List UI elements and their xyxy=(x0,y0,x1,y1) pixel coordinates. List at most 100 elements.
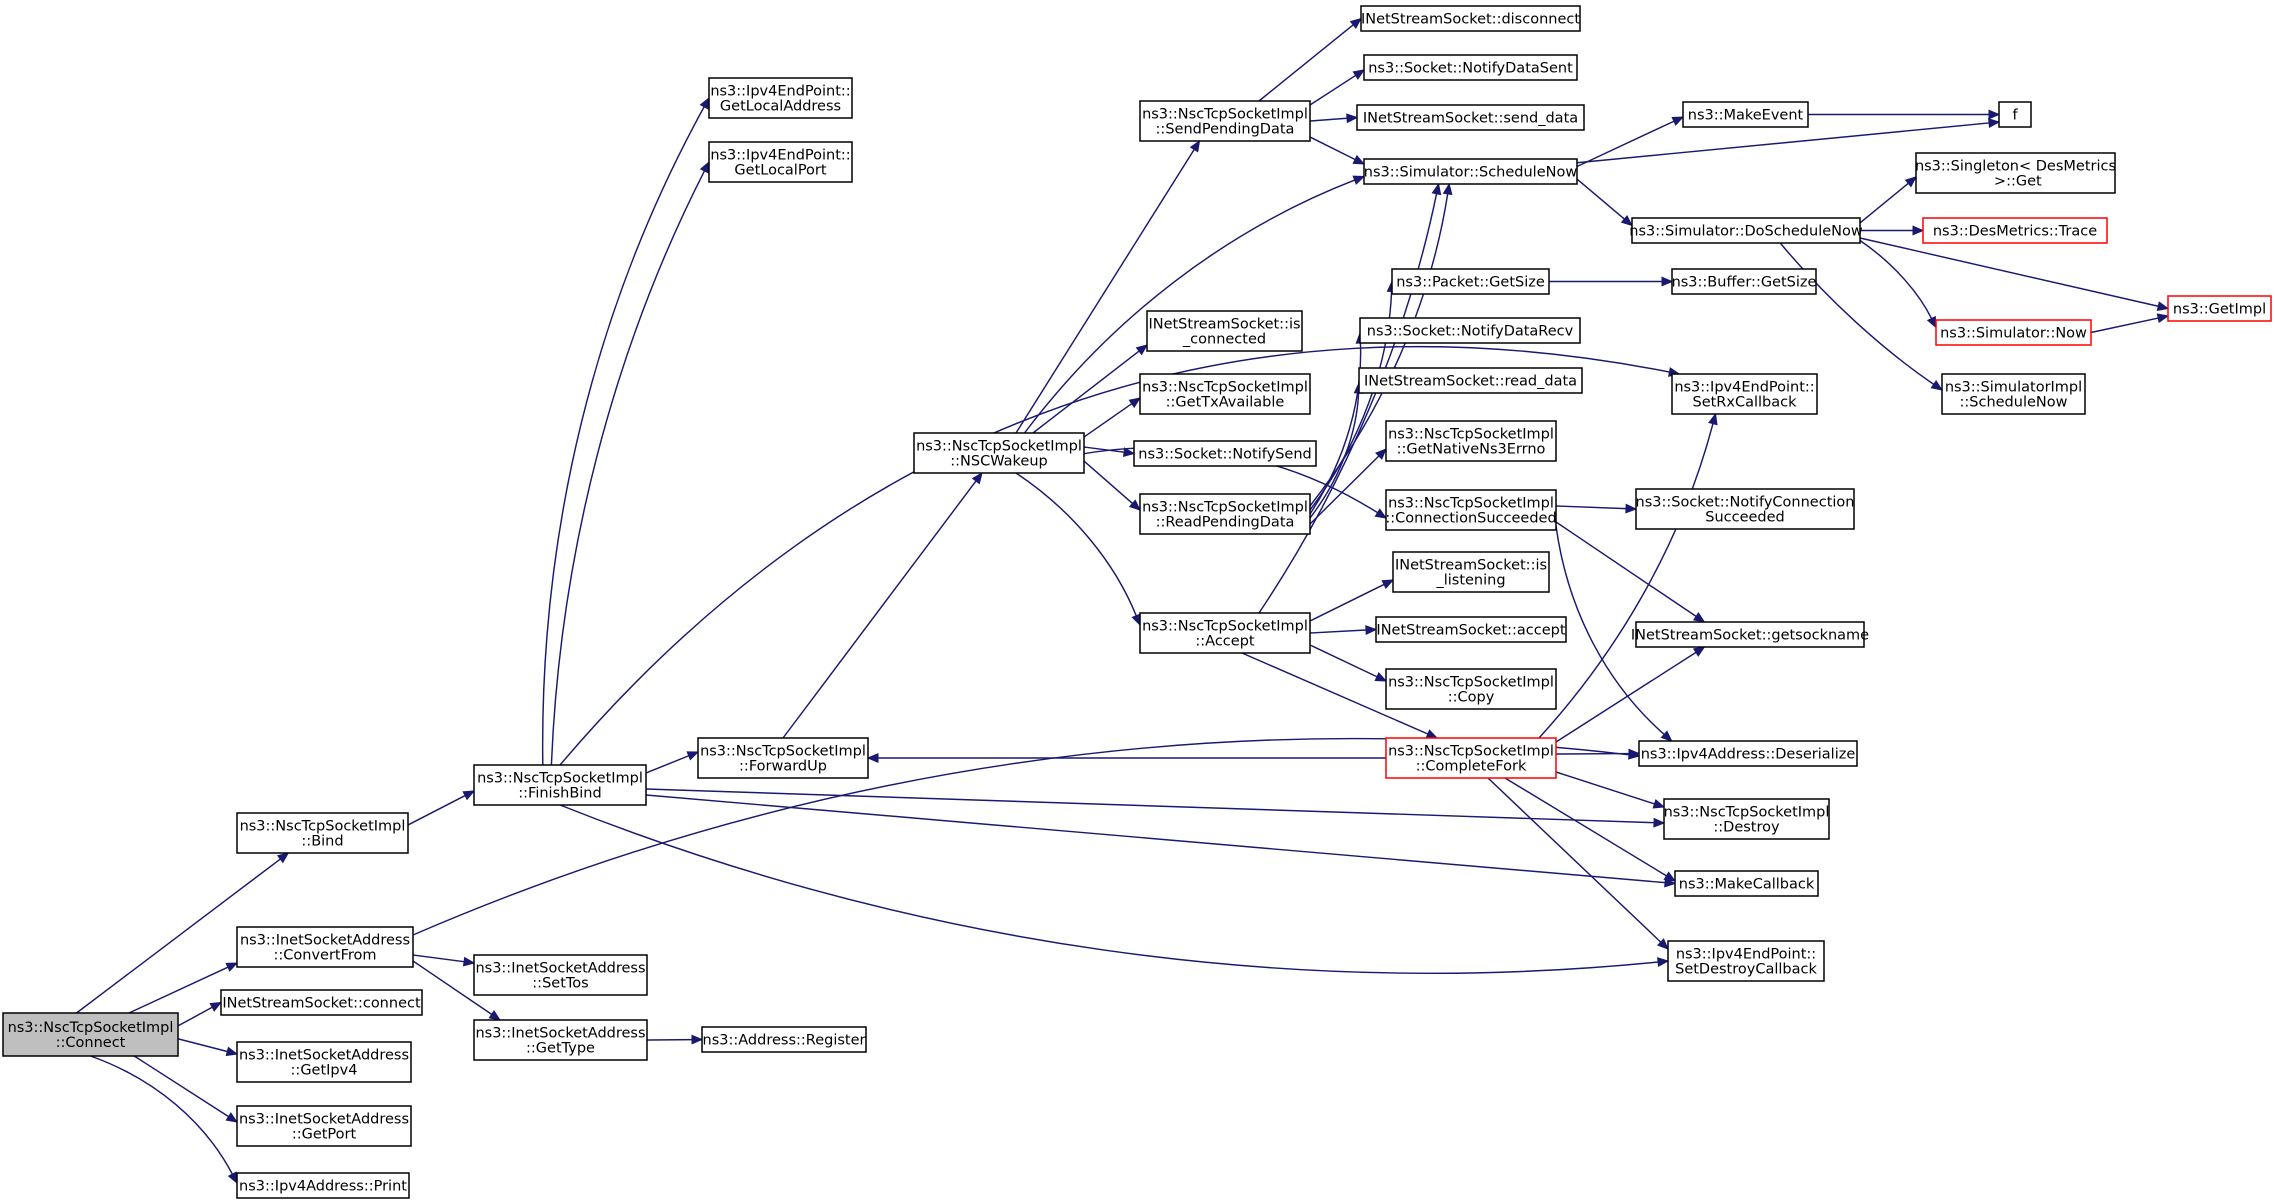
node-simnow[interactable]: ns3::Simulator::Now xyxy=(1935,319,2092,346)
node-label: ns3::Address::Register xyxy=(703,1033,866,1049)
edge-schedulenow-to-doschedulenow xyxy=(1576,178,1633,227)
node-box xyxy=(1935,319,2092,346)
node-sendpending[interactable]: ns3::NscTcpSocketImpl::SendPendingData xyxy=(1139,100,1311,142)
edge-arrowhead xyxy=(1375,448,1387,460)
edge-arrowhead xyxy=(699,160,710,174)
edge-arrowhead xyxy=(1664,877,1677,888)
node-register[interactable]: ns3::Address::Register xyxy=(701,1026,867,1053)
node-settos[interactable]: ns3::InetSocketAddress::SetTos xyxy=(473,954,648,996)
node-send_data[interactable]: INetStreamSocket::send_data xyxy=(1356,104,1585,131)
node-forwardup[interactable]: ns3::NscTcpSocketImpl::ForwardUp xyxy=(697,737,869,779)
node-makeevent[interactable]: ns3::MakeEvent xyxy=(1682,101,1809,128)
node-readpending[interactable]: ns3::NscTcpSocketImpl::ReadPendingData xyxy=(1139,493,1311,535)
edge-arrowhead xyxy=(209,1001,223,1012)
node-box xyxy=(1146,310,1303,352)
node-buffergetsize[interactable]: ns3::Buffer::GetSize xyxy=(1671,268,1817,295)
node-connect[interactable]: ns3::NscTcpSocketImpl::Connect xyxy=(2,1012,179,1057)
node-schedulenow[interactable]: ns3::Simulator::ScheduleNow xyxy=(1363,158,1578,185)
node-box xyxy=(1631,217,1861,244)
node-getnativeerrno[interactable]: ns3::NscTcpSocketImpl::GetNativeNs3Errno xyxy=(1385,420,1557,462)
edge-arrowhead xyxy=(866,753,879,763)
node-box xyxy=(473,764,647,806)
edge-line xyxy=(1859,239,1933,319)
node-ipv4print[interactable]: ns3::Ipv4Address::Print xyxy=(236,1172,410,1199)
node-setrxcallback[interactable]: ns3::Ipv4EndPoint::SetRxCallback xyxy=(1671,373,1818,415)
node-deserialize[interactable]: ns3::Ipv4Address::Deserialize xyxy=(1638,740,1858,767)
node-getsockname[interactable]: INetStreamSocket::getsockname xyxy=(1631,621,1869,648)
node-doschedulenow[interactable]: ns3::Simulator::DoScheduleNow xyxy=(1629,217,1863,244)
node-finishbind[interactable]: ns3::NscTcpSocketImpl::FinishBind xyxy=(473,764,647,806)
node-box xyxy=(1671,373,1818,415)
node-accept[interactable]: ns3::NscTcpSocketImpl::Accept xyxy=(1139,612,1311,654)
edge-arrowhead xyxy=(1671,116,1685,126)
edge-packetgetsize-to-buffergetsize xyxy=(1548,276,1674,287)
node-box xyxy=(1635,488,1855,530)
node-packetgetsize[interactable]: ns3::Packet::GetSize xyxy=(1391,268,1550,295)
node-bind[interactable]: ns3::NscTcpSocketImpl::Bind xyxy=(236,812,409,854)
edge-line xyxy=(1241,652,1429,735)
edge-connect-to-getport xyxy=(133,1055,239,1123)
node-f[interactable]: f xyxy=(1998,101,2032,128)
edge-arrowhead xyxy=(1352,154,1366,165)
node-label: ::ScheduleNow xyxy=(1960,395,2068,411)
node-singleton[interactable]: ns3::Singleton< DesMetrics >::Get xyxy=(1915,152,2116,194)
node-nscwakeup[interactable]: ns3::NscTcpSocketImpl::NSCWakeup xyxy=(913,432,1085,474)
node-simimplschedulenow[interactable]: ns3::SimulatorImpl::ScheduleNow xyxy=(1941,373,2086,415)
node-label: ns3::Simulator::ScheduleNow xyxy=(1364,165,1578,181)
node-label: INetStreamSocket::read_data xyxy=(1364,374,1577,390)
edge-convertfrom-to-settos xyxy=(412,954,476,967)
edge-line xyxy=(1859,182,1909,224)
node-completefork[interactable]: ns3::NscTcpSocketImpl::CompleteFork xyxy=(1385,737,1557,779)
edge-arrowhead xyxy=(1352,175,1366,185)
node-read_data[interactable]: INetStreamSocket::read_data xyxy=(1358,367,1583,394)
edge-arrowhead xyxy=(971,471,983,485)
node-inet_accept[interactable]: INetStreamSocket::accept xyxy=(1375,616,1567,643)
node-makecallback[interactable]: ns3::MakeCallback xyxy=(1674,870,1819,897)
edge-readpending-to-notifydatarecv xyxy=(1309,331,1366,515)
node-is_listening[interactable]: INetStreamSocket::is_listening xyxy=(1392,551,1550,593)
edge-arrowhead xyxy=(1425,729,1439,739)
node-getipv4[interactable]: ns3::InetSocketAddress::GetIpv4 xyxy=(236,1041,412,1083)
node-getport[interactable]: ns3::InetSocketAddress::GetPort xyxy=(236,1105,412,1147)
edge-line xyxy=(1555,771,1655,805)
node-label: ::GetIpv4 xyxy=(291,1063,358,1079)
node-getimpl[interactable]: ns3::GetImpl xyxy=(2167,295,2272,322)
node-desmetricstrace[interactable]: ns3::DesMetrics::Trace xyxy=(1922,217,2108,244)
edge-line xyxy=(1555,521,1697,618)
node-label: INetStreamSocket::disconnect xyxy=(1361,12,1580,28)
edge-arrowhead xyxy=(1926,315,1937,329)
edge-arrowhead xyxy=(1904,176,1917,188)
node-getlocaladdress[interactable]: ns3::Ipv4EndPoint::GetLocalAddress xyxy=(708,77,853,119)
node-copy[interactable]: ns3::NscTcpSocketImpl::Copy xyxy=(1385,668,1557,710)
node-destroy[interactable]: ns3::NscTcpSocketImpl::Destroy xyxy=(1663,798,1830,840)
node-getlocalport[interactable]: ns3::Ipv4EndPoint::GetLocalPort xyxy=(708,141,853,183)
node-label: ::ConnectionSucceeded xyxy=(1385,511,1556,527)
node-connsucceeded[interactable]: ns3::NscTcpSocketImpl::ConnectionSucceed… xyxy=(1385,489,1557,531)
node-gettxavailable[interactable]: ns3::NscTcpSocketImpl::GetTxAvailable xyxy=(1139,373,1311,415)
node-is_connected[interactable]: INetStreamSocket::is_connected xyxy=(1146,310,1303,352)
edge-finishbind-to-getlocaladdress xyxy=(541,96,710,766)
node-notifydatarecv[interactable]: ns3::Socket::NotifyDataRecv xyxy=(1359,317,1581,344)
node-label: ns3::Singleton< DesMetrics xyxy=(1915,159,2116,175)
edge-arrowhead xyxy=(1656,938,1669,950)
edge-doschedulenow-to-singleton xyxy=(1859,176,1917,224)
edge-line xyxy=(1555,651,1697,743)
edge-arrowhead xyxy=(1652,799,1666,809)
node-notifysend[interactable]: ns3::Socket::NotifySend xyxy=(1133,440,1317,467)
node-setdestroycallback[interactable]: ns3::Ipv4EndPoint::SetDestroyCallback xyxy=(1667,940,1825,982)
edge-line xyxy=(1538,423,1714,739)
edge-arrowhead xyxy=(225,962,239,972)
node-notifydatasent[interactable]: ns3::Socket::NotifyDataSent xyxy=(1363,54,1578,81)
edge-convertfrom-to-gettype xyxy=(412,960,502,1021)
node-gettype[interactable]: ns3::InetSocketAddress::GetType xyxy=(473,1019,648,1061)
node-inet_connect[interactable]: INetStreamSocket::connect xyxy=(220,989,423,1016)
node-label: ns3::Ipv4EndPoint:: xyxy=(710,148,850,164)
node-box xyxy=(236,1105,412,1147)
node-convertfrom[interactable]: ns3::InetSocketAddress::ConvertFrom xyxy=(236,926,414,968)
node-label: f xyxy=(2012,108,2018,124)
node-disconnect[interactable]: INetStreamSocket::disconnect xyxy=(1360,5,1581,32)
node-label: INetStreamSocket::accept xyxy=(1376,623,1565,639)
edge-completefork-to-makecallback xyxy=(1504,777,1677,882)
